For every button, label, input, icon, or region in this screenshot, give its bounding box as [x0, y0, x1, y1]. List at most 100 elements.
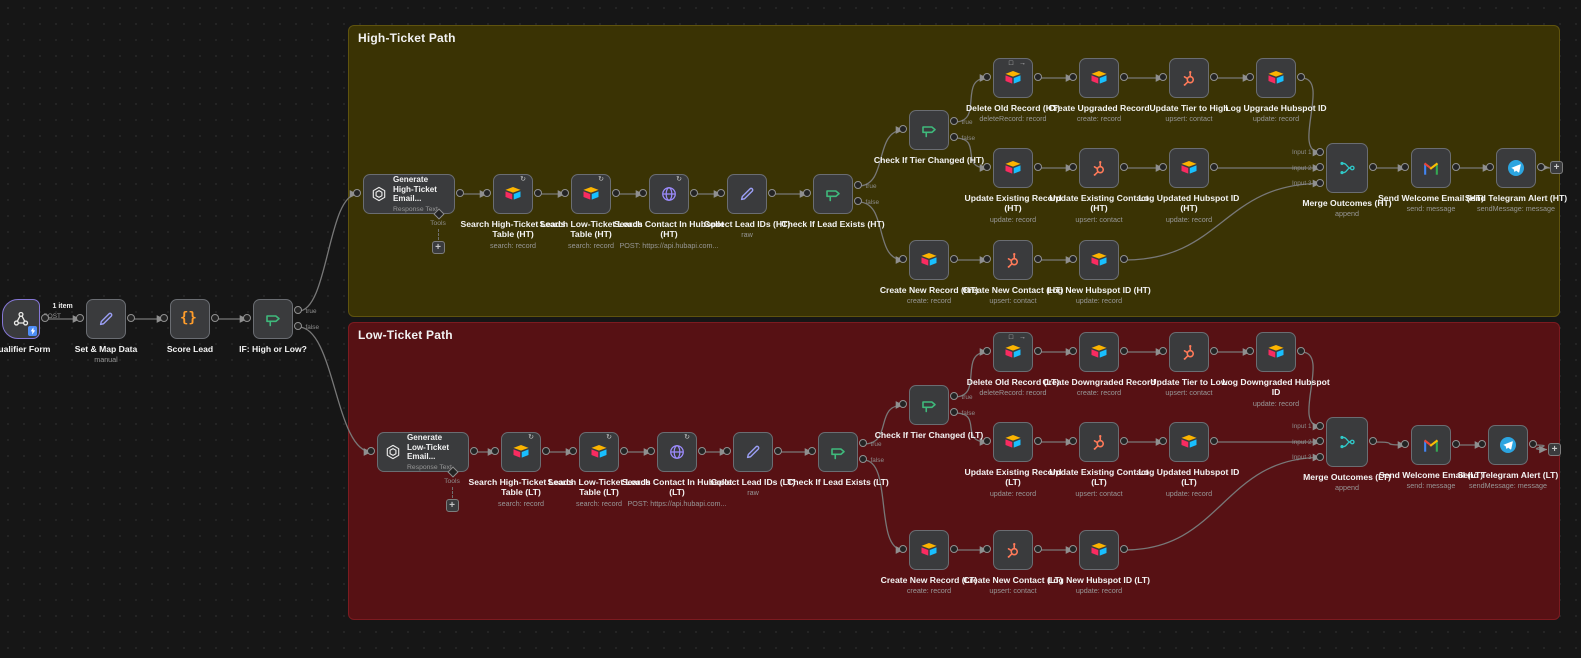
output-port[interactable]: [1033, 545, 1042, 554]
input-port[interactable]: [1315, 178, 1324, 187]
workflow-node-qf[interactable]: [2, 299, 40, 339]
workflow-node-stht[interactable]: [1496, 148, 1536, 188]
workflow-node-uecht[interactable]: [1079, 148, 1119, 188]
output-port[interactable]: [293, 322, 302, 331]
output-port[interactable]: [949, 408, 958, 417]
output-port[interactable]: [689, 189, 698, 198]
output-port[interactable]: [949, 133, 958, 142]
output-port[interactable]: [619, 447, 628, 456]
edge-connection[interactable]: [954, 74, 988, 123]
output-port[interactable]: [697, 447, 706, 456]
workflow-node-lnht[interactable]: [1079, 240, 1119, 280]
workflow-node-lnlt[interactable]: [1079, 530, 1119, 570]
output-port[interactable]: [853, 197, 862, 206]
output-port[interactable]: [40, 314, 49, 323]
workflow-node-ctlt[interactable]: [909, 385, 949, 425]
output-port[interactable]: [1368, 437, 1377, 446]
workflow-node-score[interactable]: {}: [170, 299, 210, 339]
workflow-node-clht[interactable]: [727, 174, 767, 214]
workflow-node-uerlt[interactable]: [993, 422, 1033, 462]
workflow-node-shtht[interactable]: ↻: [493, 174, 533, 214]
workflow-node-ueclt[interactable]: [1079, 422, 1119, 462]
output-port[interactable]: [858, 439, 867, 448]
input-port[interactable]: [75, 314, 84, 323]
edge-connection[interactable]: [858, 201, 904, 264]
output-port[interactable]: [1033, 73, 1042, 82]
group-box-ht[interactable]: High-Ticket Path: [348, 25, 1560, 317]
workflow-node-uerht[interactable]: [993, 148, 1033, 188]
workflow-node-sltht[interactable]: ↻: [571, 174, 611, 214]
edge-connection[interactable]: [1533, 444, 1548, 454]
edge-connection[interactable]: [954, 348, 988, 398]
add-node-button[interactable]: +: [1548, 443, 1561, 456]
workflow-node-luht[interactable]: [1256, 58, 1296, 98]
output-port[interactable]: [1296, 347, 1305, 356]
workflow-node-utht[interactable]: [1169, 58, 1209, 98]
output-port[interactable]: [210, 314, 219, 323]
add-tool-button[interactable]: +: [445, 499, 459, 512]
workflow-node-doht[interactable]: □ →: [993, 58, 1033, 98]
output-port[interactable]: [1033, 347, 1042, 356]
output-port[interactable]: [1033, 437, 1042, 446]
output-port[interactable]: [1209, 437, 1218, 446]
input-port[interactable]: [159, 314, 168, 323]
workflow-node-cdrlt[interactable]: [1079, 332, 1119, 372]
workflow-node-luilt[interactable]: [1169, 422, 1209, 462]
edge-connection[interactable]: [954, 412, 988, 446]
output-port[interactable]: [1119, 73, 1128, 82]
group-box-lt[interactable]: Low-Ticket Path: [348, 322, 1560, 620]
edge-connection[interactable]: [863, 459, 904, 554]
output-port[interactable]: [1119, 347, 1128, 356]
output-port[interactable]: [293, 306, 302, 315]
workflow-node-swlt[interactable]: [1411, 425, 1451, 465]
edge-connection[interactable]: [1124, 453, 1321, 551]
output-port[interactable]: [949, 545, 958, 554]
workflow-node-ceht[interactable]: [813, 174, 853, 214]
output-port[interactable]: [541, 447, 550, 456]
workflow-node-sltlt[interactable]: ↻: [579, 432, 619, 472]
workflow-node-set[interactable]: [86, 299, 126, 339]
input-port[interactable]: [1315, 421, 1324, 430]
output-port[interactable]: [1119, 163, 1128, 172]
workflow-node-shtlt[interactable]: ↻: [501, 432, 541, 472]
workflow-node-genlt[interactable]: Generate Low-Ticket Email...Response Tex…: [377, 432, 469, 472]
output-port[interactable]: [611, 189, 620, 198]
workflow-node-curht[interactable]: [1079, 58, 1119, 98]
workflow-node-dolt[interactable]: □ →: [993, 332, 1033, 372]
workflow-node-mht[interactable]: [1326, 143, 1368, 193]
output-port[interactable]: [949, 117, 958, 126]
output-port[interactable]: [773, 447, 782, 456]
edge-connection[interactable]: [1373, 441, 1406, 449]
output-port[interactable]: [853, 181, 862, 190]
workflow-node-luiht[interactable]: [1169, 148, 1209, 188]
input-port[interactable]: [1315, 452, 1324, 461]
output-port[interactable]: [455, 189, 464, 198]
workflow-node-cnrht[interactable]: [909, 240, 949, 280]
input-port[interactable]: [242, 314, 251, 323]
edge-connection[interactable]: [1301, 351, 1321, 431]
output-port[interactable]: [1368, 163, 1377, 172]
output-port[interactable]: [1209, 163, 1218, 172]
output-port[interactable]: [1119, 255, 1128, 264]
edge-connection[interactable]: [863, 401, 904, 445]
workflow-node-ldlt[interactable]: [1256, 332, 1296, 372]
input-port[interactable]: [1315, 147, 1324, 156]
workflow-node-celt[interactable]: [818, 432, 858, 472]
output-port[interactable]: [1033, 255, 1042, 264]
output-port[interactable]: [1296, 73, 1305, 82]
workflow-node-utllt[interactable]: [1169, 332, 1209, 372]
workflow-node-cncht[interactable]: [993, 240, 1033, 280]
workflow-node-ctht[interactable]: [909, 110, 949, 150]
output-port[interactable]: [1209, 347, 1218, 356]
workflow-node-ifmain[interactable]: [253, 299, 293, 339]
add-node-button[interactable]: +: [1550, 161, 1563, 174]
output-port[interactable]: [1209, 73, 1218, 82]
output-port[interactable]: [1451, 163, 1460, 172]
add-tool-button[interactable]: +: [431, 241, 445, 254]
output-port[interactable]: [1033, 163, 1042, 172]
workflow-node-cllt[interactable]: [733, 432, 773, 472]
workflow-node-mlt[interactable]: [1326, 417, 1368, 467]
edge-connection[interactable]: [1124, 179, 1321, 261]
output-port[interactable]: [1528, 440, 1537, 449]
output-port[interactable]: [949, 255, 958, 264]
